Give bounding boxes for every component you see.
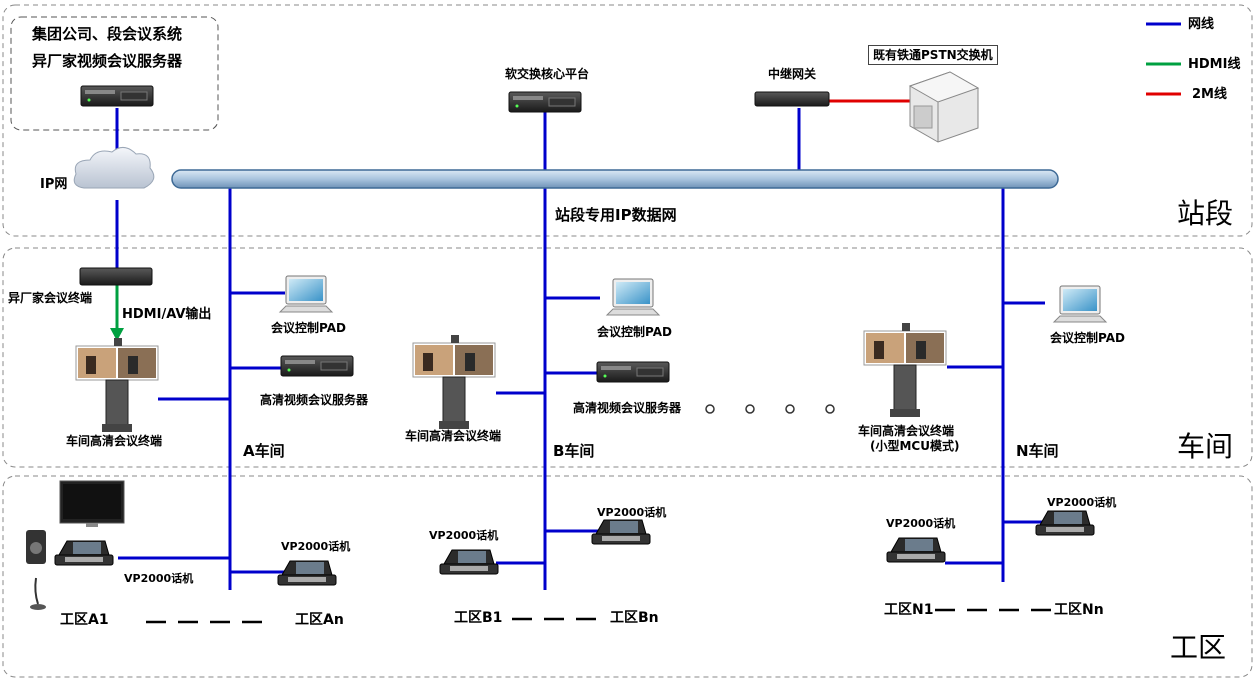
terminal-b-label: 车间高清会议终端 [405,429,502,443]
relay-gateway-icon [754,91,830,107]
work-area-a-start: 工区A1 [60,612,109,628]
workshop-frame [2,247,1253,468]
hdmi-av-label: HDMI/AV输出 [122,307,212,322]
pstn-label: 既有铁通PSTN交换机 [868,45,998,65]
pad-n-icon [1053,285,1107,323]
work-area-b-end: 工区Bn [610,610,659,626]
ellipsis-dots [705,404,835,414]
server-a-label: 高清视频会议服务器 [260,393,369,407]
work-area-a-end: 工区An [295,612,344,628]
section-station-label: 站段 [1177,197,1234,230]
terminal-n-label-line1: 车间高清会议终端 [858,424,955,438]
pstn-switch-icon [908,71,980,143]
phone-a2-icon [277,560,337,586]
pad-n-label: 会议控制PAD [1050,331,1125,345]
workshop-n-name: N车间 [1016,442,1059,460]
monitor-icon [59,480,125,527]
phone-a1-label: VP2000话机 [124,572,194,585]
phone-b1-label: VP2000话机 [429,529,499,542]
terminal-a-icon [75,337,159,433]
hdmi-arrow [110,328,124,341]
ip-cloud-label: IP网 [40,177,68,192]
phone-b1-icon [439,549,499,575]
server-b-icon [596,361,670,383]
work-area-n-end: 工区Nn [1054,602,1104,618]
speaker-icon [26,530,46,564]
vendor-terminal-icon [79,267,153,286]
legend-network-label: 网线 [1188,17,1215,32]
vendor-server-icon [80,85,154,107]
phone-n2-icon [1035,510,1095,536]
workshop-a-name: A车间 [243,442,285,460]
workshop-b-name: B车间 [553,442,595,460]
phone-a2-label: VP2000话机 [281,540,351,553]
work-area-frame [2,475,1253,678]
terminal-a-label: 车间高清会议终端 [66,434,163,448]
phone-n1-icon [886,537,946,563]
network-lines [115,108,1045,590]
vendor-frame [10,16,219,131]
backbone-label: 站段专用IP数据网 [555,206,677,224]
server-b-label: 高清视频会议服务器 [573,401,682,415]
relay-gateway-label: 中继网关 [768,67,817,81]
pad-b-label: 会议控制PAD [597,325,672,339]
pad-b-icon [606,278,660,316]
section-work-area-label: 工区 [1170,631,1227,664]
phone-b2-icon [591,519,651,545]
legend-hdmi-label: HDMI线 [1188,57,1241,72]
vendor-terminal-label: 异厂家会议终端 [8,291,93,305]
vendor-title-line2: 异厂家视频会议服务器 [32,52,183,70]
phone-a1-icon [54,540,114,566]
ip-cloud-icon [73,147,155,189]
backbone-pipe [171,169,1059,189]
vendor-title-line1: 集团公司、段会议系统 [32,25,183,43]
server-a-icon [280,355,354,377]
softswitch-label: 软交换核心平台 [505,67,590,81]
terminal-b-icon [412,334,496,430]
pad-a-icon [279,275,333,313]
terminal-n-label-line2: (小型MCU模式) [870,439,960,453]
pad-a-label: 会议控制PAD [271,321,346,335]
legend-2m-label: 2M线 [1192,87,1227,102]
work-area-n-start: 工区N1 [884,602,934,618]
microphone-icon [30,577,46,610]
phone-n1-label: VP2000话机 [886,517,956,530]
softswitch-icon [508,91,582,113]
section-workshop-label: 车间 [1177,430,1234,463]
phone-n2-label: VP2000话机 [1047,496,1117,509]
work-area-dashes [146,608,1055,624]
station-frame [2,4,1253,237]
terminal-n-icon [863,322,947,418]
phone-b2-label: VP2000话机 [597,506,667,519]
work-area-b-start: 工区B1 [454,610,503,626]
